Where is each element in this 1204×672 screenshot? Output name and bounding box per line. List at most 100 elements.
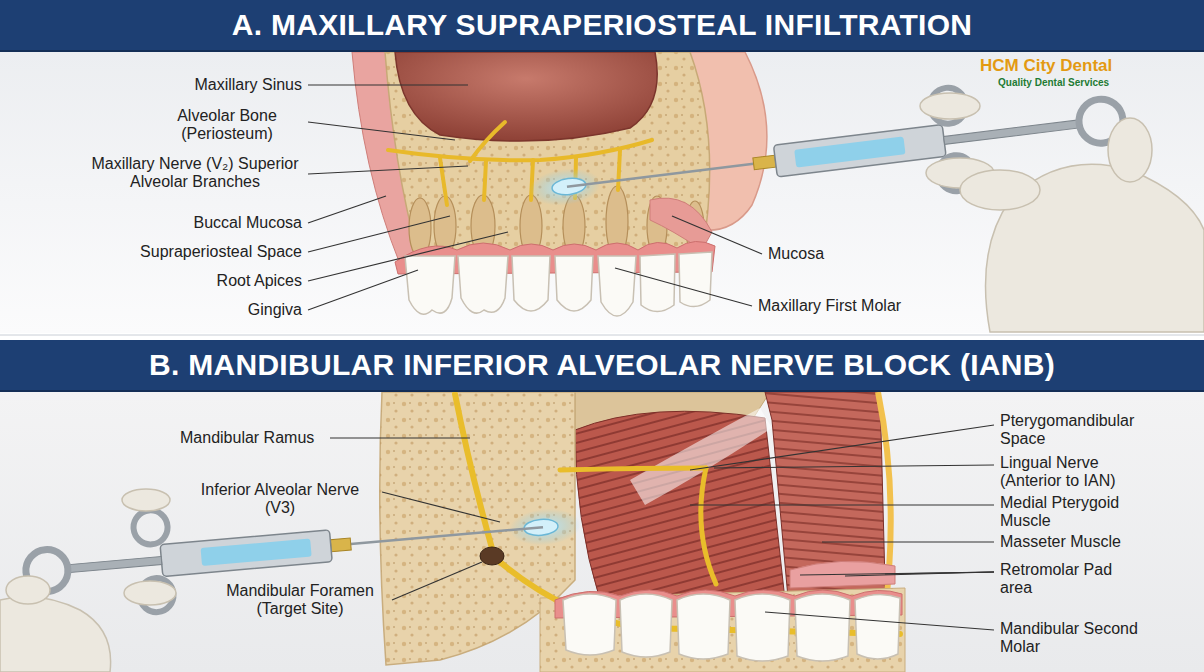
lingual-nerve bbox=[560, 468, 706, 470]
anatomy-label: Alveolar Bone (Periosteum) bbox=[152, 107, 302, 144]
gloved-hand bbox=[122, 489, 170, 511]
anatomy-label: Inferior Alveolar Nerve (V3) bbox=[185, 481, 375, 518]
superior-alveolar-nerve bbox=[618, 150, 620, 190]
anesthetic-syringe bbox=[132, 509, 169, 546]
anesthetic-syringe bbox=[944, 120, 1082, 145]
leader-lines-a bbox=[308, 84, 468, 85]
maxillary-teeth bbox=[598, 256, 636, 316]
leader-lines-b bbox=[845, 572, 994, 576]
mandibular-teeth bbox=[563, 594, 616, 655]
anatomy-label: Maxillary Nerve (V₂) Superior Alveolar B… bbox=[88, 155, 302, 192]
leader-lines-b bbox=[382, 492, 500, 522]
leader-lines-a bbox=[308, 216, 450, 252]
panel-a-ground bbox=[0, 52, 1204, 335]
superior-alveolar-nerve bbox=[388, 140, 652, 160]
anesthetic-syringe bbox=[330, 538, 351, 552]
anesthetic-syringe bbox=[508, 506, 583, 548]
leader-lines-a bbox=[308, 122, 455, 140]
section-heading: B. MANDIBULAR INFERIOR ALVEOLAR NERVE BL… bbox=[149, 348, 1055, 382]
superior-alveolar-nerve bbox=[388, 122, 652, 205]
panel-a-ground bbox=[0, 52, 1204, 333]
leader-lines-a bbox=[308, 166, 468, 174]
anatomy-label: Masseter Muscle bbox=[1000, 533, 1170, 551]
maxillary-teeth bbox=[679, 252, 712, 307]
anatomy-label: Retromolar Pad area bbox=[1000, 561, 1130, 598]
leader-lines-b bbox=[690, 504, 994, 505]
maxillary-sinus bbox=[395, 52, 657, 141]
mandibular-teeth bbox=[563, 594, 900, 661]
maxillary-bone bbox=[385, 52, 710, 262]
anesthetic-syringe bbox=[567, 164, 754, 187]
section-header-band: A. MAXILLARY SUPRAPERIOSTEAL INFILTRATIO… bbox=[0, 0, 1204, 52]
anatomy-label: Mucosa bbox=[768, 245, 888, 263]
maxillary-teeth bbox=[555, 256, 593, 311]
mandibular-teeth bbox=[620, 594, 672, 657]
anesthetic-syringe bbox=[22, 473, 586, 623]
gloved-hand bbox=[6, 576, 50, 604]
watermark: Quality Dental Services bbox=[998, 77, 1168, 89]
anesthetic-syringe bbox=[527, 165, 603, 210]
panel-b-ground bbox=[0, 392, 1204, 672]
anesthetic-syringe bbox=[351, 527, 543, 544]
maxillary-teeth bbox=[458, 256, 508, 313]
anatomy-label: Mandibular Foramen (Target Site) bbox=[215, 582, 385, 619]
mandibular-teeth bbox=[795, 594, 850, 661]
anatomy-label: Mandibular Second Molar bbox=[1000, 620, 1160, 657]
anatomy-label: Pterygomandibular Space bbox=[1000, 412, 1160, 449]
watermark: HCM City Dental bbox=[980, 56, 1180, 76]
leader-lines-b bbox=[330, 437, 470, 438]
leader-lines-b bbox=[822, 541, 994, 542]
anesthetic-syringe bbox=[201, 539, 312, 567]
anesthetic-syringe bbox=[66, 557, 161, 573]
leader-lines-b bbox=[885, 572, 994, 574]
anesthetic-syringe bbox=[160, 530, 332, 577]
superior-alveolar-nerve bbox=[470, 122, 505, 161]
panel-a-ground bbox=[0, 335, 1204, 336]
leader-lines-b bbox=[392, 562, 482, 600]
maxillary-teeth bbox=[405, 252, 712, 316]
mandibular-teeth bbox=[855, 594, 900, 659]
leader-lines-b bbox=[714, 465, 994, 468]
anesthetic-syringe bbox=[794, 136, 905, 167]
anatomy-label: Root Apices bbox=[110, 272, 302, 290]
maxillary-sinus bbox=[395, 52, 657, 141]
mandibular-teeth bbox=[735, 594, 790, 661]
maxillary-teeth bbox=[405, 256, 455, 314]
anatomy-label: Maxillary First Molar bbox=[758, 297, 958, 315]
anatomy-label: Maxillary Sinus bbox=[110, 76, 302, 94]
leader-lines-b bbox=[765, 612, 994, 630]
mandibular-teeth bbox=[677, 594, 730, 659]
leader-lines-b bbox=[330, 425, 994, 630]
anatomy-label: Gingiva bbox=[110, 301, 302, 319]
leader-lines-a bbox=[615, 268, 752, 306]
lingual-nerve bbox=[701, 468, 716, 584]
gloved-hand bbox=[920, 93, 980, 119]
gloved-hand bbox=[124, 581, 176, 605]
leader-lines-a bbox=[308, 196, 386, 223]
gloved-hand bbox=[960, 170, 1040, 210]
leader-lines-a bbox=[672, 216, 762, 254]
fascia bbox=[878, 392, 891, 620]
superior-alveolar-nerve bbox=[440, 158, 447, 205]
maxillary-bone bbox=[385, 52, 710, 262]
fascia bbox=[878, 392, 891, 620]
lingual-nerve bbox=[560, 468, 716, 584]
section-heading: A. MAXILLARY SUPRAPERIOSTEAL INFILTRATIO… bbox=[232, 8, 973, 42]
anatomy-label: Supraperiosteal Space bbox=[70, 243, 302, 261]
gloved-hand bbox=[0, 597, 111, 672]
inferior-alveolar-nerve bbox=[455, 394, 493, 552]
gloved-hand bbox=[0, 489, 176, 672]
panel-b-ground bbox=[0, 392, 1204, 672]
maxillary-bone bbox=[385, 52, 710, 262]
leader-lines-a bbox=[308, 270, 418, 310]
anesthetic-syringe bbox=[773, 125, 946, 177]
leader-lines-a bbox=[308, 85, 762, 310]
leader-lines-b bbox=[800, 572, 994, 575]
superior-alveolar-nerve bbox=[484, 161, 486, 200]
mandibular-foramen bbox=[480, 547, 504, 565]
gloved-hand bbox=[1108, 118, 1152, 182]
anatomy-label: Buccal Mucosa bbox=[110, 214, 302, 232]
anatomy-label: Medial Pterygoid Muscle bbox=[1000, 494, 1160, 531]
anatomy-label: Mandibular Ramus bbox=[180, 429, 330, 447]
